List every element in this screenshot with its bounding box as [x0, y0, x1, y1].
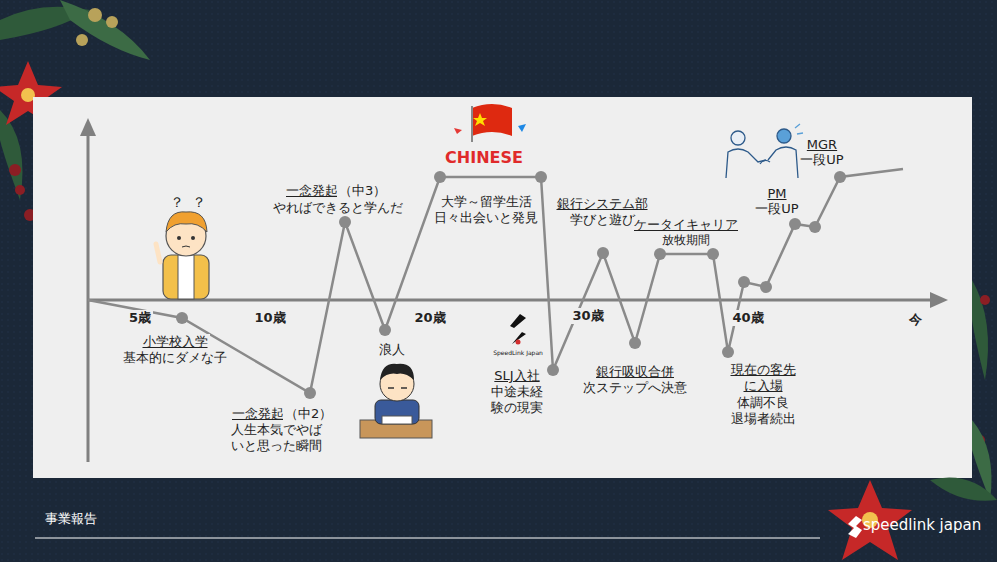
chart-panel	[33, 97, 972, 478]
event-heading: MGR	[805, 137, 839, 153]
event-note: 人生本気でやばいと思った瞬間	[227, 422, 326, 454]
china-flag-illustration	[454, 104, 526, 142]
chart-axes	[80, 118, 948, 462]
footer-rule	[35, 538, 820, 539]
event-note: 学びと遊び	[568, 212, 637, 228]
event-note: 体調不良	[735, 395, 791, 411]
age-tick: 今	[907, 312, 924, 328]
handshake-illustration	[726, 124, 803, 178]
event-heading: 銀行吸収合併	[594, 364, 676, 380]
event-heading: 大学～留学生活	[439, 194, 534, 210]
event-heading: ケータイキャリア	[632, 217, 740, 233]
confused-boy-illustration	[156, 212, 209, 299]
event-note: 放牧期間	[660, 233, 712, 247]
event-heading: 一念発起	[230, 406, 286, 422]
event-note: （中2）	[283, 406, 334, 422]
event-heading: 現在の客先に入場	[726, 362, 800, 394]
question-mark: ？	[170, 194, 184, 211]
event-note: 次ステップへ決意	[581, 380, 689, 396]
event-heading: SLJ入社	[492, 368, 541, 384]
life-line	[88, 169, 903, 399]
event-heading: 銀行システム部	[555, 196, 650, 212]
age-tick: 10歳	[252, 310, 287, 326]
logo-text: SpeedLink Japan	[493, 349, 543, 356]
age-tick: 30歳	[570, 308, 605, 324]
event-note: （中3）	[337, 183, 388, 199]
studying-boy-illustration	[360, 364, 432, 438]
company-logo-text: speedlink japan	[863, 516, 981, 534]
event-note: 一段UP	[753, 201, 800, 217]
slj-logo-mark	[510, 314, 526, 345]
age-tick: 5歳	[127, 310, 153, 326]
event-note: 日々出会いと発見	[432, 210, 540, 226]
event-heading: PM	[765, 186, 788, 202]
event-note: やればできると学んだ	[271, 200, 405, 216]
age-tick: 20歳	[412, 310, 447, 326]
chinese-wordmark: CHINESE	[445, 148, 523, 167]
event-heading: 浪人	[377, 342, 407, 358]
event-note: 基本的にダメな子	[121, 350, 229, 366]
flower-decoration	[828, 280, 997, 560]
age-tick: 40歳	[730, 310, 765, 326]
footer-title: 事業報告	[45, 511, 97, 527]
event-heading: 小学校入学	[141, 334, 210, 350]
event-note: 中途未経験の現実	[487, 384, 547, 416]
event-note: 一段UP	[798, 152, 845, 168]
event-note: 退場者続出	[729, 411, 798, 427]
company-logo-icon	[848, 516, 862, 538]
question-mark: ？	[192, 194, 206, 211]
event-heading: 一念発起	[284, 183, 340, 199]
